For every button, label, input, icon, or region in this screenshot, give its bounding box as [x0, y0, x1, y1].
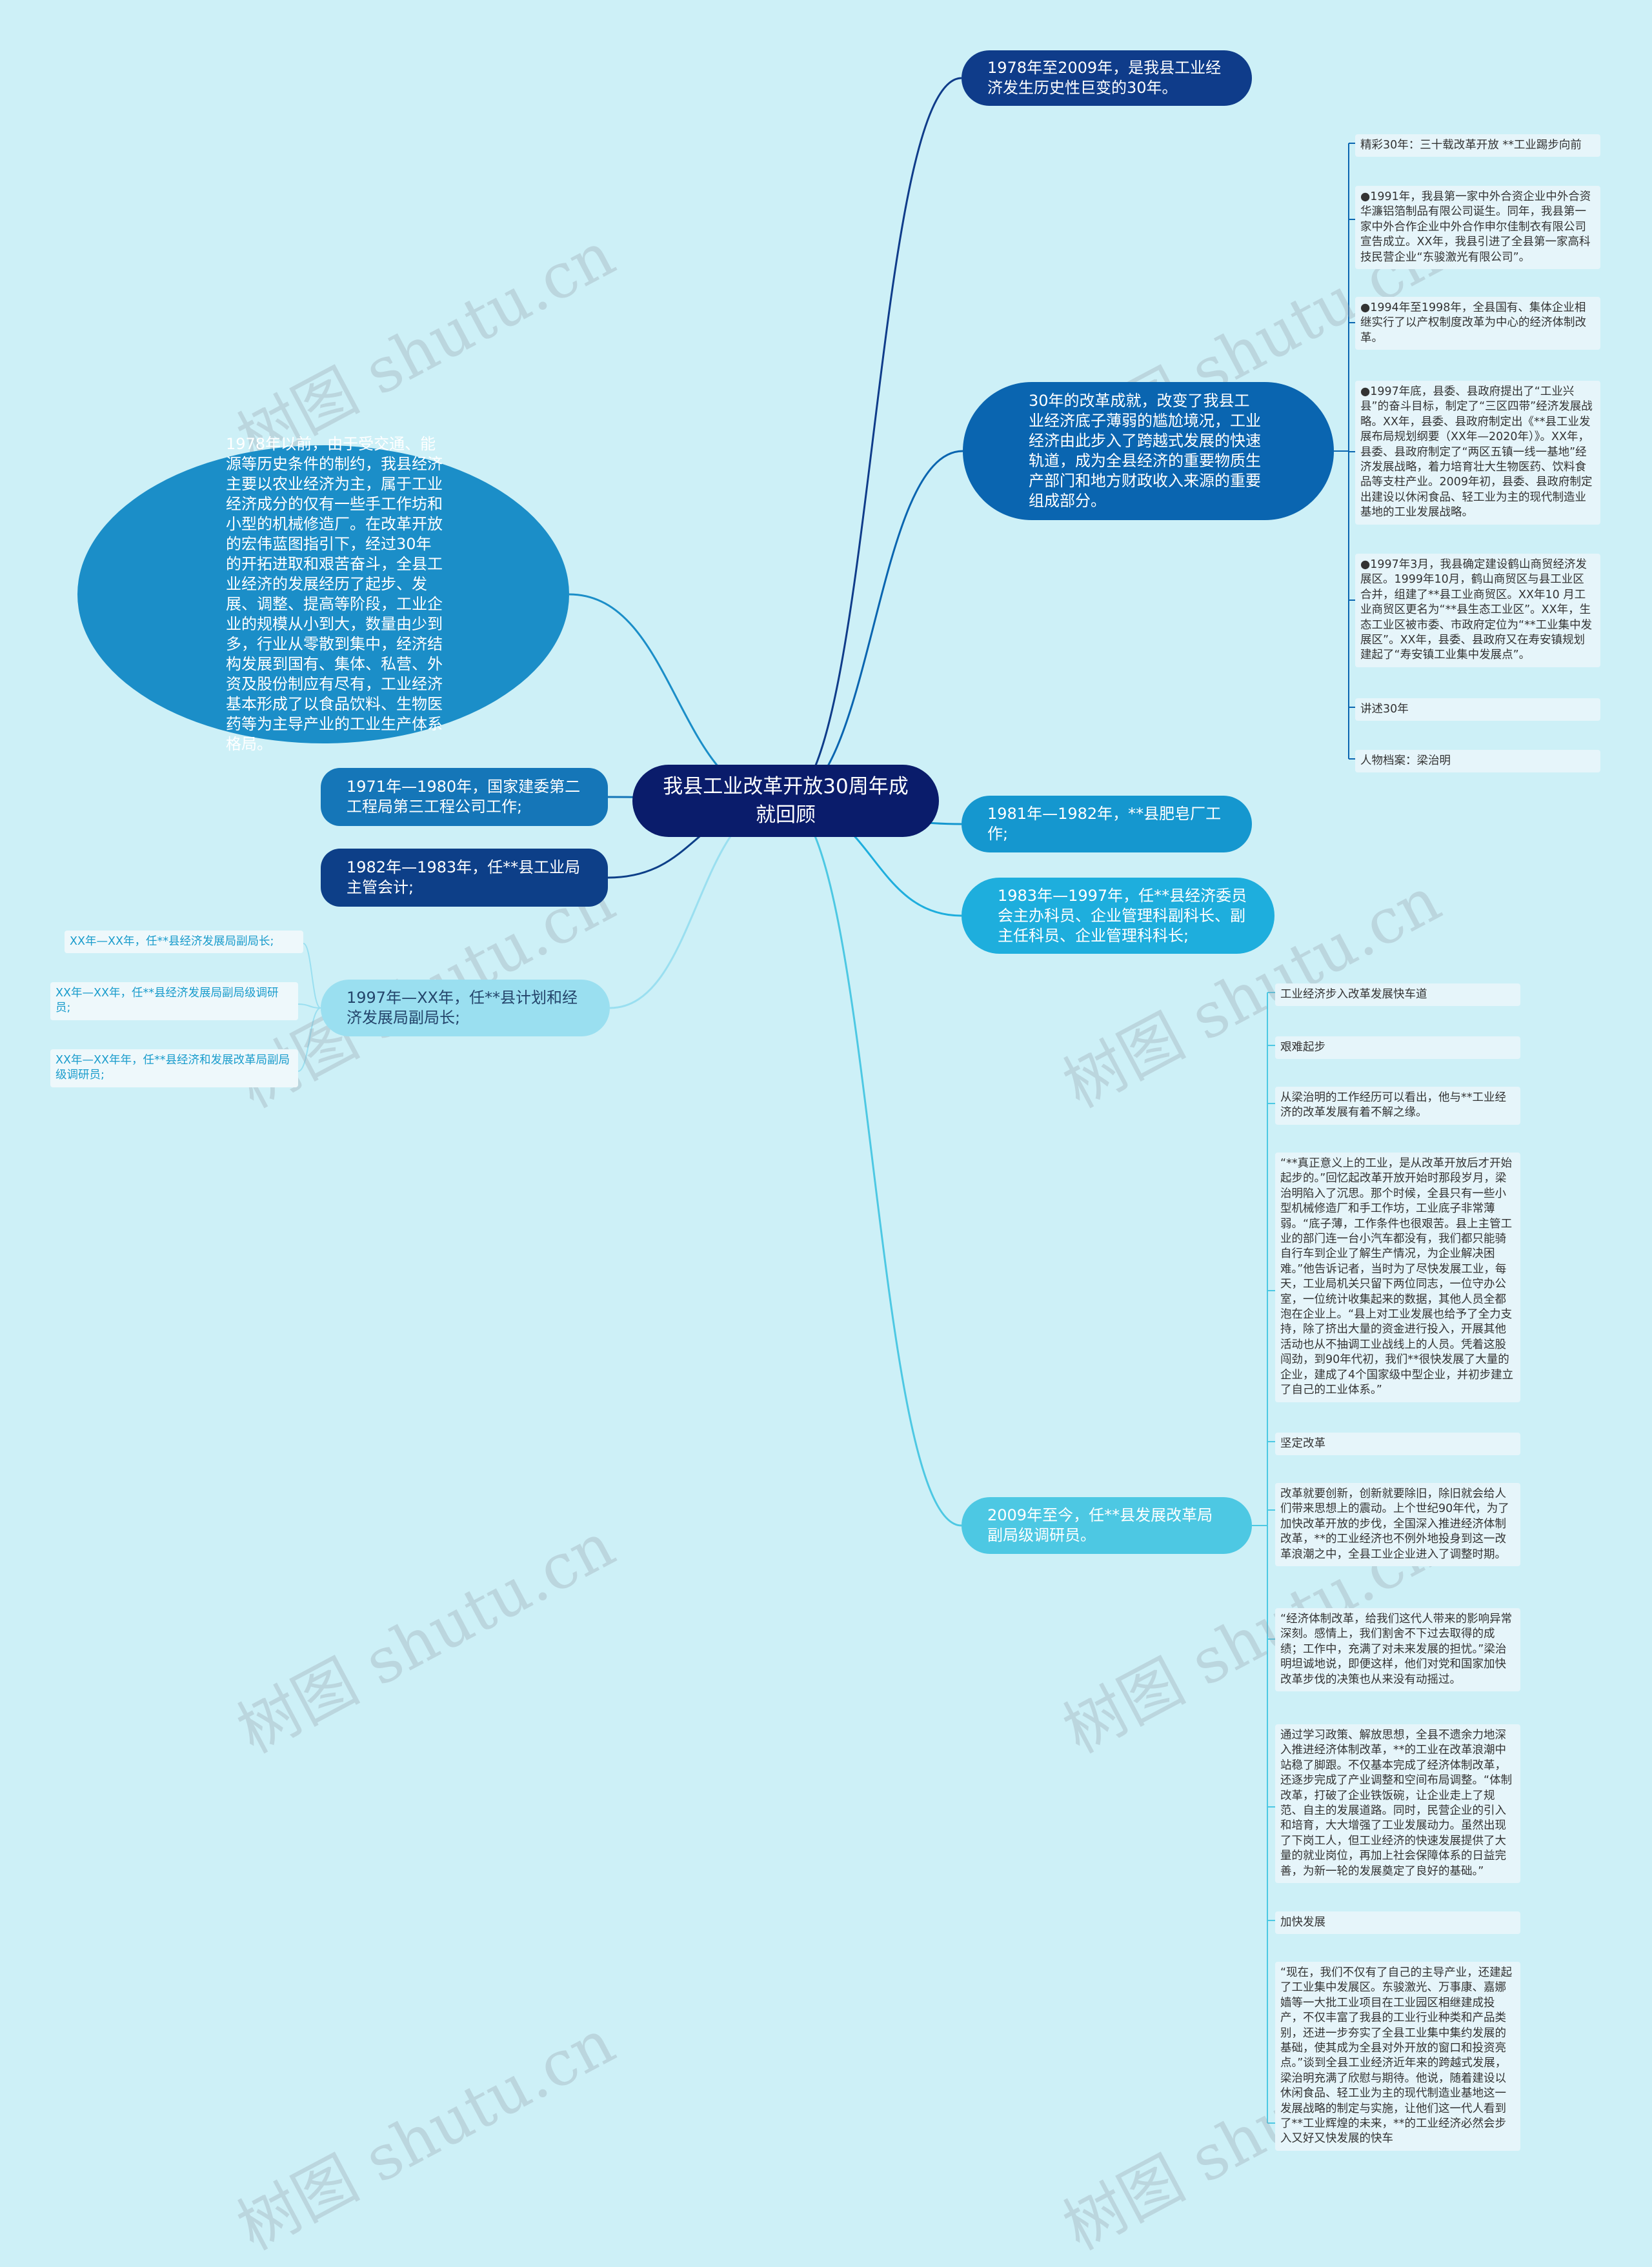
branch-node[interactable]: 1982年—1983年，任**县工业局主管会计;: [321, 849, 608, 907]
center-topic-label: 我县工业改革开放30周年成就回顾: [663, 775, 909, 827]
lower-leaf[interactable]: “经济体制改革，给我们这代人带来的影响异常深刻。感情上，我们割舍不下过去取得的成…: [1275, 1608, 1520, 1692]
branch-node[interactable]: 1971年—1980年，国家建委第二工程局第三工程公司工作;: [321, 768, 608, 826]
leaf-text: 从梁治明的工作经历可以看出，他与**工业经济的改革发展有着不解之缘。: [1280, 1091, 1506, 1120]
connector: [783, 450, 963, 803]
branch-node[interactable]: 1978年至2009年，是我县工业经济发生历史性巨变的30年。: [962, 50, 1252, 106]
branch-node[interactable]: 1983年—1997年，任**县经济委员会主办科员、企业管理科副科长、副主任科员…: [962, 878, 1274, 954]
connector: [297, 1003, 321, 1009]
leaf-text: 通过学习政策、解放思想，全县不遗余力地深入推进经济体制改革，**的工业在改革浪潮…: [1280, 1729, 1513, 1878]
leaf-text: “**真正意义上的工业，是从改革开放后才开始起步的。”回忆起改革开放开始时那段岁…: [1280, 1157, 1514, 1397]
leaf-text: ●1991年，我县第一家中外合资企业中外合资华濂铝箔制品有限公司诞生。同年，我县…: [1360, 190, 1591, 264]
left-leaf[interactable]: XX年—XX年，任**县经济发展局副局级调研员;: [50, 982, 298, 1020]
leaf-text: ●1997年底，县委、县政府提出了“工业兴县”的奋斗目标，制定了“三区四带”经济…: [1360, 385, 1593, 519]
leaf-text: XX年—XX年，任**县经济发展局副局长;: [70, 935, 274, 948]
branch-node[interactable]: 1978年以前，由于受交通、能源等历史条件的制约，我县经济主要以农业经济为主，属…: [77, 435, 569, 753]
upper-leaf[interactable]: 讲述30年: [1355, 698, 1600, 721]
leaf-text: XX年—XX年，任**县经济发展局副局级调研员;: [55, 987, 279, 1015]
lower-leaf[interactable]: “**真正意义上的工业，是从改革开放后才开始起步的。”回忆起改革开放开始时那段岁…: [1275, 1153, 1520, 1402]
leaf-text: 精彩30年：三十载改革开放 **工业踢步向前: [1360, 139, 1582, 152]
lower-leaf[interactable]: “现在，我们不仅有了自己的主导产业，还建起了工业集中发展区。东骏激光、万事康、嘉…: [1275, 1962, 1520, 2151]
leaf-text: “经济体制改革，给我们这代人带来的影响异常深刻。感情上，我们割舍不下过去取得的成…: [1280, 1613, 1513, 1686]
upper-leaf[interactable]: 精彩30年：三十载改革开放 **工业踢步向前: [1355, 134, 1600, 157]
branch-label: 1983年—1997年，任**县经济委员会主办科员、企业管理科副科长、副主任科员…: [998, 886, 1247, 945]
branch-label: 1982年—1983年，任**县工业局主管会计;: [347, 858, 581, 896]
leaf-text: ●1997年3月，我县确定建设鹤山商贸经济发展区。1999年10月，鹤山商贸区与…: [1360, 558, 1593, 662]
leaf-text: 改革就要创新，创新就要除旧，除旧就会给人们带来思想上的震动。上个世纪90年代，为…: [1280, 1487, 1509, 1561]
leaf-text: “现在，我们不仅有了自己的主导产业，还建起了工业集中发展区。东骏激光、万事康、嘉…: [1280, 1966, 1513, 2146]
branch-node[interactable]: 1997年—XX年，任**县计划和经济发展局副局长;: [321, 980, 610, 1036]
lower-leaf[interactable]: 改革就要创新，创新就要除旧，除旧就会给人们带来思想上的震动。上个世纪90年代，为…: [1275, 1483, 1520, 1567]
leaf-text: 加快发展: [1280, 1916, 1325, 1929]
branch-label: 1978年以前，由于受交通、能源等历史条件的制约，我县经济主要以农业经济为主，属…: [226, 435, 443, 753]
leaf-text: 讲述30年: [1360, 703, 1409, 716]
leaf-text: 人物档案：梁治明: [1360, 754, 1451, 767]
lower-leaf[interactable]: 加快发展: [1275, 1911, 1520, 1935]
upper-leaf[interactable]: ●1997年底，县委、县政府提出了“工业兴县”的奋斗目标，制定了“三区四带”经济…: [1355, 381, 1600, 525]
branch-label: 1978年至2009年，是我县工业经济发生历史性巨变的30年。: [987, 59, 1222, 97]
connector: [303, 943, 321, 1009]
connector: [783, 77, 962, 803]
connector: [297, 1007, 321, 1072]
leaf-text: 坚定改革: [1280, 1437, 1325, 1450]
branch-label: 1981年—1982年，**县肥皂厂工作;: [987, 805, 1222, 843]
leaf-text: XX年—XX年年，任**县经济和发展改革局副局级调研员;: [55, 1054, 290, 1082]
upper-leaf[interactable]: ●1991年，我县第一家中外合资企业中外合资华濂铝箔制品有限公司诞生。同年，我县…: [1355, 186, 1600, 270]
branch-label: 30年的改革成就，改变了我县工业经济底子薄弱的尴尬境况，工业经济由此步入了跨越式…: [1029, 392, 1261, 510]
center-topic[interactable]: 我县工业改革开放30周年成就回顾: [632, 765, 939, 837]
branch-node[interactable]: 30年的改革成就，改变了我县工业经济底子薄弱的尴尬境况，工业经济由此步入了跨越式…: [963, 382, 1334, 520]
branch-label: 1997年—XX年，任**县计划和经济发展局副局长;: [347, 989, 578, 1027]
lower-leaf[interactable]: 通过学习政策、解放思想，全县不遗余力地深入推进经济体制改革，**的工业在改革浪潮…: [1275, 1724, 1520, 1884]
leaf-text: ●1994年至1998年，全县国有、集体企业相继实行了以产权制度改革为中心的经济…: [1360, 301, 1586, 345]
upper-leaf[interactable]: ●1997年3月，我县确定建设鹤山商贸经济发展区。1999年10月，鹤山商贸区与…: [1355, 554, 1600, 667]
upper-leaf[interactable]: ●1994年至1998年，全县国有、集体企业相继实行了以产权制度改革为中心的经济…: [1355, 297, 1600, 350]
branch-node[interactable]: 1981年—1982年，**县肥皂厂工作;: [962, 796, 1252, 852]
lower-leaf[interactable]: 艰难起步: [1275, 1036, 1520, 1060]
left-leaf[interactable]: XX年—XX年年，任**县经济和发展改革局副局级调研员;: [50, 1049, 298, 1087]
left-leaf[interactable]: XX年—XX年，任**县经济发展局副局长;: [65, 931, 303, 954]
connector: [783, 800, 962, 1527]
branch-label: 1971年—1980年，国家建委第二工程局第三工程公司工作;: [347, 778, 581, 816]
lower-leaf[interactable]: 工业经济步入改革发展快车道: [1275, 983, 1520, 1007]
leaf-text: 工业经济步入改革发展快车道: [1280, 988, 1427, 1001]
lower-leaf[interactable]: 从梁治明的工作经历可以看出，他与**工业经济的改革发展有着不解之缘。: [1275, 1087, 1520, 1125]
lower-leaf[interactable]: 坚定改革: [1275, 1433, 1520, 1456]
branch-node[interactable]: 2009年至今，任**县发展改革局副局级调研员。: [962, 1497, 1252, 1554]
branch-label: 2009年至今，任**县发展改革局副局级调研员。: [987, 1506, 1213, 1544]
leaf-text: 艰难起步: [1280, 1041, 1325, 1054]
upper-leaf[interactable]: 人物档案：梁治明: [1355, 750, 1600, 773]
